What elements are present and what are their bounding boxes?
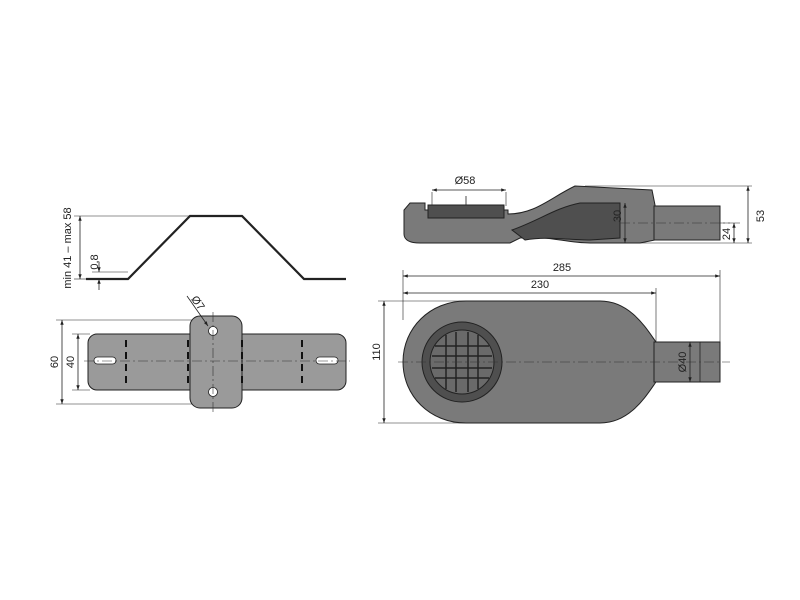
- top-view: 285 230 110 Ø40: [371, 262, 730, 424]
- width-label: 110: [371, 343, 383, 361]
- bracket-profile-line: [86, 214, 346, 281]
- body-length-label: 230: [531, 279, 549, 291]
- outlet-diameter-label: Ø40: [677, 352, 689, 373]
- grate-diameter-label: Ø58: [455, 175, 476, 187]
- body-height-label: 30: [612, 210, 624, 222]
- bracket-left-slot: [93, 356, 117, 365]
- outlet-center-label: 24: [721, 228, 733, 240]
- bracket-view: 60 40 Ø7: [49, 294, 350, 412]
- hole-leader-line: [186, 295, 209, 327]
- bracket-center-tab: [189, 315, 243, 409]
- height-range-label: min 41 – max 58: [62, 207, 74, 288]
- hole-diameter-label: Ø7: [188, 294, 206, 313]
- overall-length-label: 285: [553, 262, 571, 274]
- bracket-outer-height-label: 60: [49, 356, 61, 368]
- thickness-label: 0,8: [89, 254, 101, 269]
- side-view: Ø58 30 24 53: [403, 175, 767, 244]
- profile-view: min 41 – max 58 0,8: [62, 207, 346, 290]
- trap-body-shadow: [510, 202, 621, 241]
- bracket-inner-height-label: 40: [65, 356, 77, 368]
- bracket-right-slot: [315, 356, 339, 365]
- total-height-label: 53: [755, 210, 767, 222]
- grate-flange: [427, 204, 505, 219]
